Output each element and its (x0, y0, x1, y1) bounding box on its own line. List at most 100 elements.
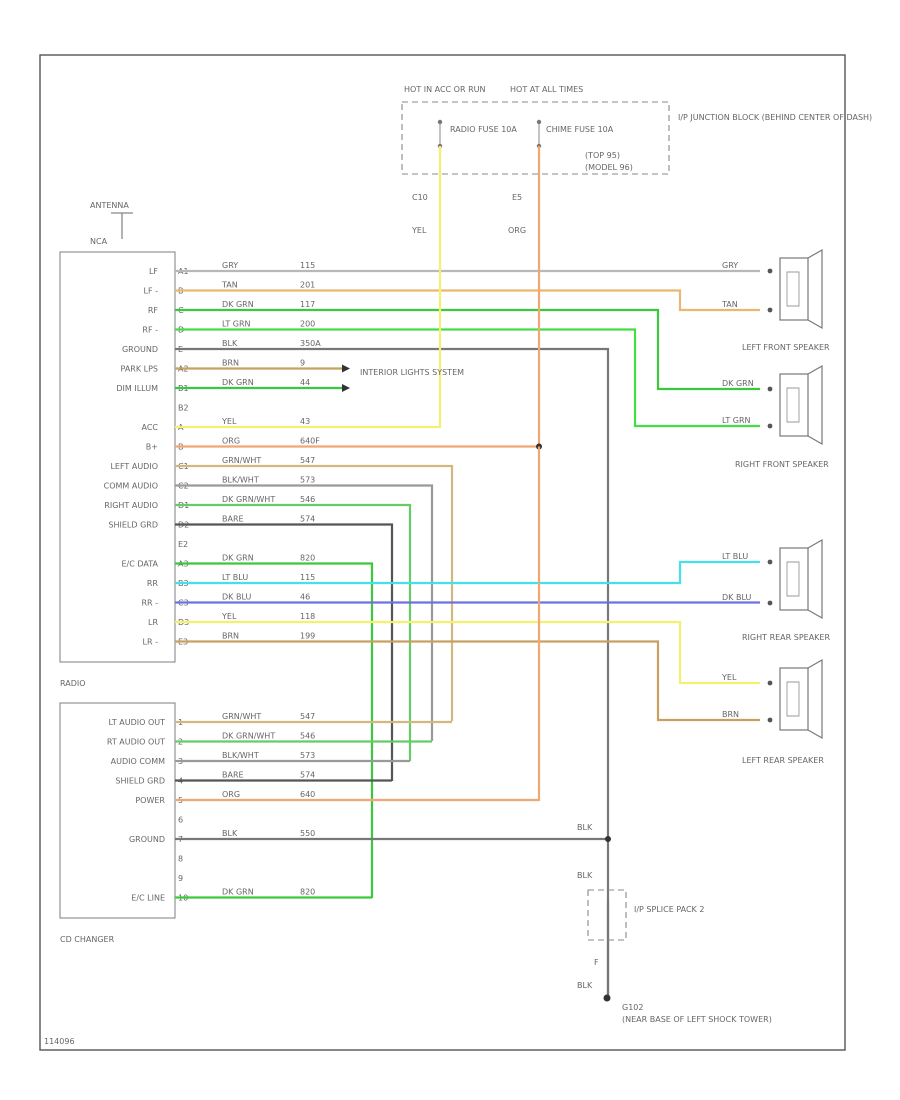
ground-wire-label-2: BLK (577, 871, 593, 880)
radio-pin-label: LF - (144, 287, 159, 296)
wire-circuit-label: 350A (300, 339, 321, 348)
speaker-terminal (767, 717, 773, 723)
wire (175, 523, 394, 781)
cd-changer-label: CD CHANGER (60, 935, 115, 944)
speaker-label-left-rear: LEFT REAR SPEAKER (742, 756, 824, 765)
cd-wire-circuit-label: 640 (300, 790, 315, 799)
wire-color-label: DK GRN (222, 378, 254, 387)
radio-pin-label: RF - (142, 326, 158, 335)
wire (175, 620, 760, 685)
wire-circuit-label: 547 (300, 456, 315, 465)
cd-pin-number: 8 (178, 855, 183, 864)
speaker-wire-label: LT BLU (722, 552, 748, 561)
cd-wire-color-label: GRN/WHT (222, 712, 261, 721)
speaker-icon (767, 538, 823, 620)
wire (175, 464, 454, 721)
cd-wire-color-label: BARE (222, 771, 244, 780)
wire-circuit-label: 201 (300, 281, 315, 290)
cd-wire-color-label: ORG (222, 790, 240, 799)
cd-pin-number: 6 (178, 816, 183, 825)
wire (175, 328, 760, 428)
wire-color-label: ORG (222, 437, 240, 446)
ground-wire-label-3: BLK (577, 981, 593, 990)
footer-code: 114096 (44, 1037, 75, 1046)
wire-color-label: GRN/WHT (222, 456, 261, 465)
radio-pin-label: SHIELD GRD (108, 521, 158, 530)
cd-wire-circuit-label: 546 (300, 732, 315, 741)
wire-circuit-label: 546 (300, 495, 315, 504)
fuse1-pin-id: C10 (412, 193, 428, 202)
speaker-wire-label: GRY (722, 261, 738, 270)
fuse1-wire-color: YEL (411, 226, 427, 235)
wire (175, 347, 610, 998)
wire (175, 640, 760, 722)
radio-box (59, 251, 176, 663)
speaker-terminal (767, 559, 773, 565)
radio-pin-number: E2 (178, 540, 188, 549)
wire (175, 146, 541, 448)
fuse1-symbol (437, 119, 443, 149)
speaker-icon (767, 658, 823, 740)
wire (175, 562, 374, 898)
cd-wire-circuit-label: 574 (300, 771, 315, 780)
speaker-icon (767, 364, 823, 446)
radio-pin-label: E/C DATA (122, 560, 159, 569)
cd-wire-circuit-label: 550 (300, 829, 315, 838)
wire (175, 146, 442, 429)
cd-pin-label: SHIELD GRD (115, 777, 165, 786)
speaker-terminal (767, 680, 773, 686)
cd-wire (175, 446, 541, 802)
wire-circuit-label: 44 (300, 378, 310, 387)
cd-wire-circuit-label: 820 (300, 888, 315, 897)
fuse-block-outline (401, 101, 670, 175)
cd-wire-circuit-label: 547 (300, 712, 315, 721)
radio-pin-label: RF (148, 306, 159, 315)
wire-color-label: LT GRN (222, 320, 251, 329)
wire (175, 308, 760, 391)
fuse2-label: CHIME FUSE 10A (546, 125, 614, 134)
wire-color-label: BARE (222, 515, 244, 524)
speaker-terminal (767, 307, 773, 313)
radio-pin-label: LR - (143, 638, 159, 647)
radio-pin-label: LR (148, 618, 158, 627)
wire-color-label: DK BLU (222, 593, 251, 602)
radio-pin-label: LEFT AUDIO (110, 462, 158, 471)
wire-color-label: LT BLU (222, 573, 248, 582)
wire-circuit-label: 9 (300, 359, 305, 368)
ground-id: G102 (622, 1003, 643, 1012)
wire-color-label: BRN (222, 359, 239, 368)
wire-circuit-label: 118 (300, 612, 315, 621)
fuse1-label: RADIO FUSE 10A (450, 125, 517, 134)
diagram-frame (39, 54, 846, 1051)
fuse2-symbol (536, 119, 542, 149)
wire-color-label: TAN (221, 281, 238, 290)
wire (175, 560, 760, 585)
wire-color-label: BLK (222, 339, 238, 348)
wire-circuit-label: 117 (300, 300, 315, 309)
splice-pack-label: I/P SPLICE PACK 2 (634, 905, 704, 914)
cd-wire-circuit-label: 573 (300, 751, 315, 760)
wire-circuit-label: 115 (300, 261, 315, 270)
wire-color-label: DK GRN/WHT (222, 495, 275, 504)
arrow-icon (342, 364, 350, 373)
wire-color-label: BRN (222, 632, 239, 641)
arrow-icon (342, 384, 350, 392)
fuse2-pin-model: (MODEL 96) (585, 163, 633, 172)
ground-location: (NEAR BASE OF LEFT SHOCK TOWER) (622, 1015, 772, 1024)
cd-wire-color-label: DK GRN (222, 888, 254, 897)
cd-pin-label: RT AUDIO OUT (107, 738, 165, 747)
wire-color-label: DK GRN (222, 554, 254, 563)
speaker-terminal (767, 386, 773, 392)
wire-color-label: DK GRN (222, 300, 254, 309)
antenna-sub: NCA (90, 237, 108, 246)
wire (175, 484, 434, 741)
cd-wire-color-label: BLK/WHT (222, 751, 259, 760)
speaker-wire-label: LT GRN (722, 416, 751, 425)
radio-pin-number: B2 (178, 404, 189, 413)
splice-pack-outline (587, 889, 627, 941)
wire-circuit-label: 46 (300, 593, 310, 602)
splice-pin-label: F (594, 958, 599, 967)
